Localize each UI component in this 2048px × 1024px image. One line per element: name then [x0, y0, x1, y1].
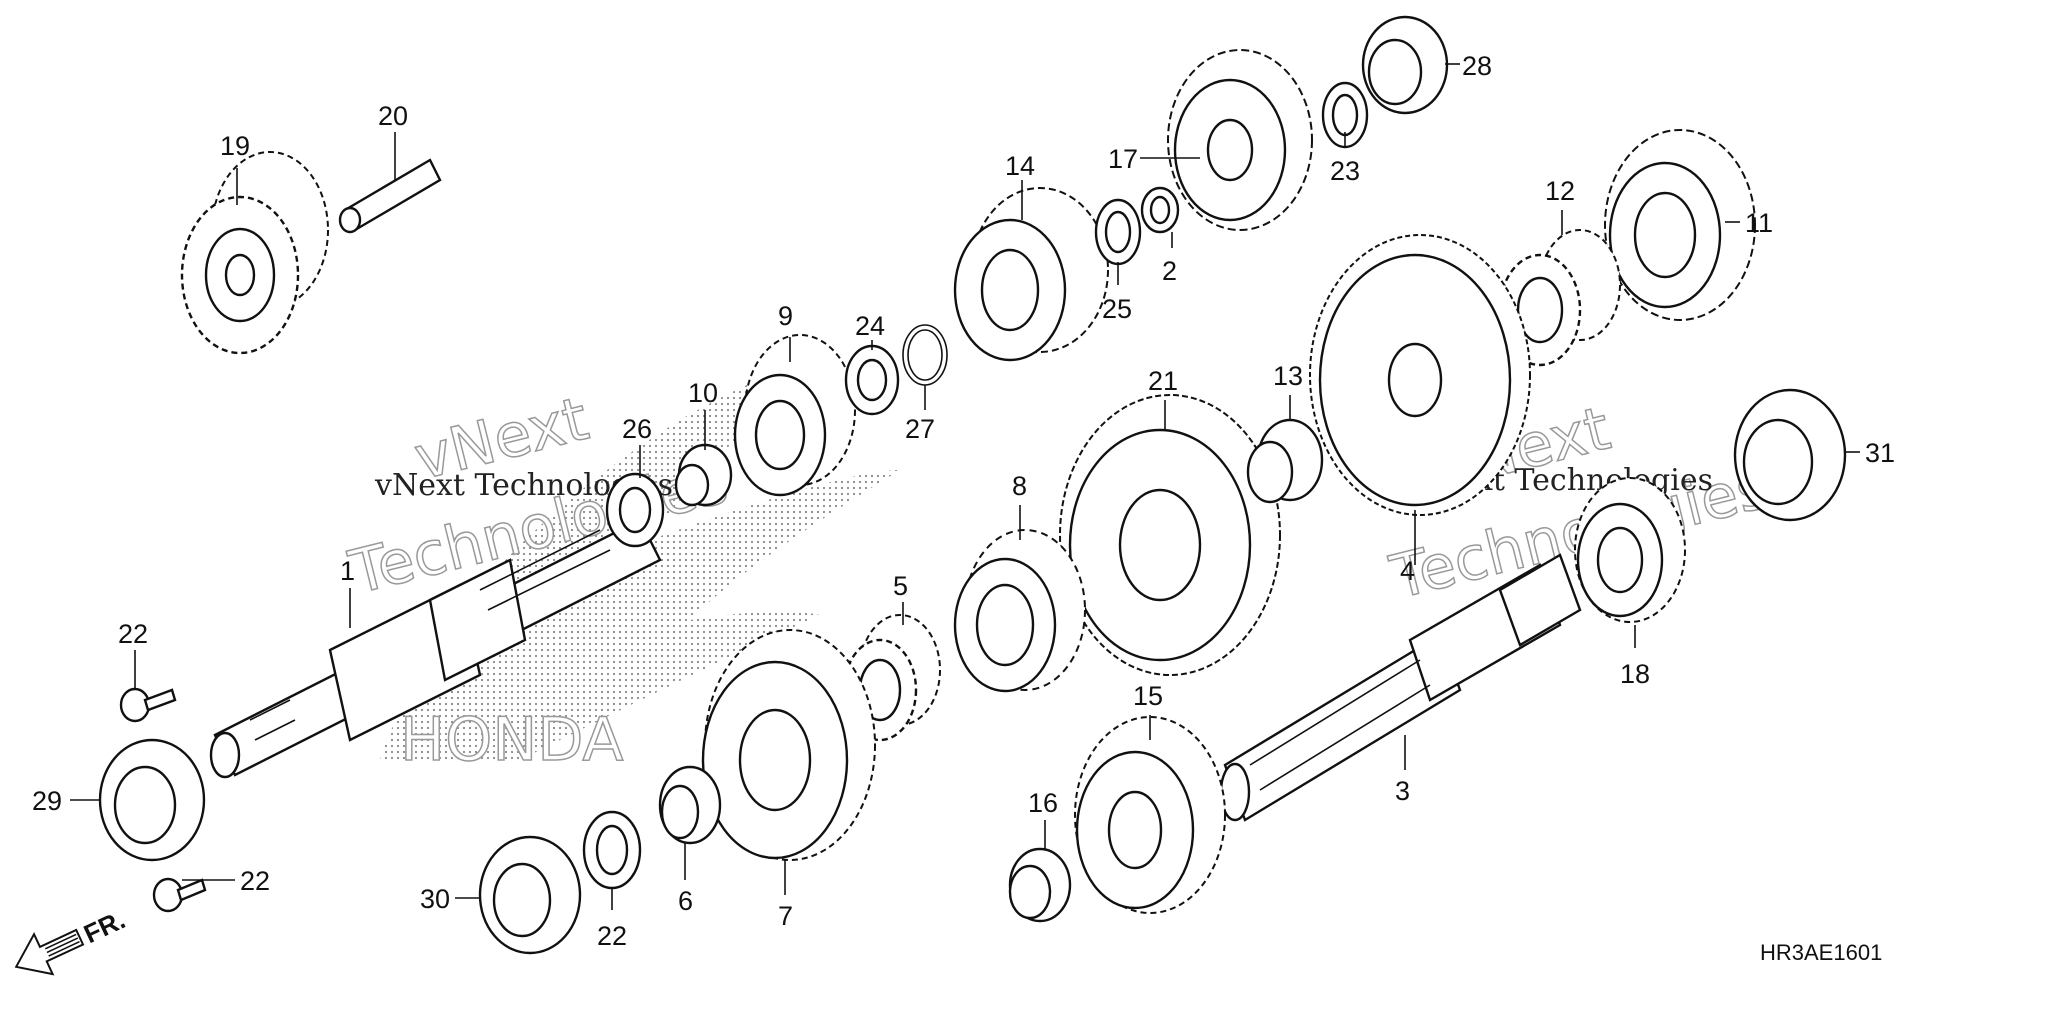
part-24-washer: [1321, 81, 1369, 149]
part-21-gear: [1059, 394, 1281, 676]
honda-logo-text: HONDA: [400, 705, 623, 775]
part-20-shaft: [338, 158, 442, 234]
callout-16: 16: [1028, 788, 1058, 818]
part-9-gear: [733, 334, 856, 497]
callout-2: 2: [1162, 256, 1177, 286]
part-26-washer: [1094, 198, 1142, 266]
part-6-bearing: [658, 765, 722, 845]
part-15-gear: [1074, 716, 1226, 914]
callout-22-top: 22: [118, 619, 148, 649]
callout-31: 30: [420, 884, 450, 914]
part-28-circlip: [902, 324, 948, 386]
part-23-washer: [582, 810, 642, 890]
part-18-gear: [1574, 477, 1686, 623]
callout-25: 24: [855, 311, 885, 341]
part-11-gear: [1604, 129, 1756, 321]
callout-11: 11: [1745, 208, 1773, 238]
part-22-bolt-bottom: [152, 877, 207, 913]
part-8-hub: [953, 529, 1086, 693]
callout-6: 6: [678, 886, 693, 916]
callout-labels: 19 20 14 17 2 25 23 28 12 11 9 24 27 10 …: [32, 51, 1895, 951]
callout-29: 28: [1462, 51, 1492, 81]
callout-20: 20: [378, 101, 408, 131]
callout-19: 19: [220, 131, 250, 161]
callout-14: 14: [1005, 151, 1035, 181]
front-direction-arrow: FR.: [14, 904, 130, 976]
callout-9: 9: [778, 301, 793, 331]
callout-30: 29: [32, 786, 62, 816]
callout-21: 21: [1148, 366, 1178, 396]
callout-22-bottom: 22: [240, 866, 270, 896]
callout-12: 12: [1545, 176, 1575, 206]
part-16-collar: [1008, 847, 1072, 923]
callout-18: 18: [1620, 659, 1650, 689]
part-17-gear: [1167, 49, 1313, 231]
callout-24: 23: [1330, 156, 1360, 186]
callout-32: 31: [1865, 438, 1895, 468]
part-7-gear: [701, 629, 876, 861]
part-10-collar: [674, 443, 733, 507]
callout-4: 4: [1400, 556, 1415, 586]
part-30-bearing: [98, 738, 206, 862]
part-4-gear: [1309, 234, 1531, 516]
callout-13: 13: [1273, 361, 1303, 391]
part-3-countershaft: [1219, 553, 1582, 822]
callout-3: 3: [1395, 776, 1410, 806]
part-32-bearing: [1733, 388, 1847, 522]
callout-7: 7: [778, 901, 793, 931]
callout-8: 8: [1012, 471, 1027, 501]
diagram-code: HR3AE1601: [1760, 940, 1882, 965]
leader-lines: [70, 63, 1860, 910]
part-22-bolt-top: [119, 687, 177, 723]
callout-10: 10: [688, 378, 718, 408]
callout-1: 1: [340, 556, 355, 586]
part-12-sleeve: [1498, 229, 1621, 367]
callout-17: 17: [1108, 144, 1138, 174]
callout-26: 25: [1102, 294, 1132, 324]
callout-23: 22: [597, 921, 627, 951]
part-1-mainshaft: [209, 518, 662, 779]
part-27-washer: [605, 472, 665, 548]
part-19-gear: [180, 151, 329, 355]
callout-28: 27: [905, 414, 935, 444]
callout-27: 26: [622, 414, 652, 444]
part-13-bearing: [1246, 418, 1324, 504]
front-direction-label: FR.: [79, 904, 130, 949]
part-2-collar: [1140, 186, 1180, 234]
callout-15: 15: [1133, 681, 1163, 711]
part-29-bearing: [1361, 15, 1449, 115]
part-31-bearing: [478, 835, 582, 955]
callout-5: 5: [893, 571, 908, 601]
part-14-gear: [953, 187, 1109, 362]
part-25-bearing: [844, 344, 900, 416]
